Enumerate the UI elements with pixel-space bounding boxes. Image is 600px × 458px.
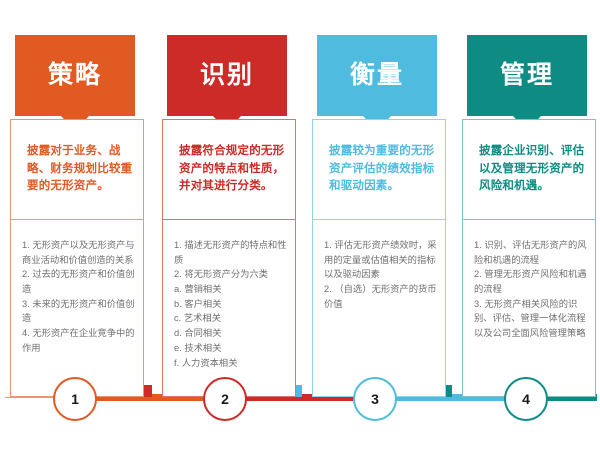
- list-item: 2. 过去的无形资产和价值创造: [22, 269, 135, 295]
- header-banner-measure[interactable]: 衡量: [317, 35, 437, 116]
- header-label: 识别: [199, 61, 254, 89]
- detail-list: 1. 评估无形资产绩效时，采用的定量或估值相关的指标以及驱动因素 2. （自选）无…: [313, 220, 445, 311]
- summary-box-measure: 披露较为重要的无形资产评估的绩效指标和驱动因素。: [312, 119, 446, 220]
- timeline-rail-thin: [5, 397, 73, 398]
- timeline-rail-stub: [293, 385, 302, 397]
- detail-list: 1. 识别、评估无形资产的风险和机遇的流程 2. 管理无形资产风险和机遇的流程 3.…: [463, 220, 595, 341]
- detail-list: 1. 无形资产以及无形资产与商业活动和价值创造的关系 2. 过去的无形资产和价值创…: [11, 220, 143, 356]
- header-banner-identify[interactable]: 识别: [167, 35, 287, 116]
- header-banner-manage[interactable]: 管理: [467, 35, 587, 116]
- summary-box-manage: 披露企业识别、评估以及管理无形资产的风险和机遇。: [462, 119, 596, 220]
- list-item: b. 客户相关: [174, 298, 222, 309]
- list-item: 2. 管理无形资产风险和机遇的流程: [474, 269, 587, 295]
- list-item: 2. （自选）无形资产的货币价值: [324, 284, 437, 309]
- timeline-rail-stub: [443, 385, 452, 397]
- step-number: 4: [522, 391, 530, 407]
- timeline-rail-stub: [143, 385, 152, 397]
- detail-box-measure: 1. 评估无形资产绩效时，采用的定量或估值相关的指标以及驱动因素 2. （自选）无…: [312, 220, 446, 397]
- step-circle-3[interactable]: 3: [353, 377, 397, 421]
- detail-list: 1. 描述无形资产的特点和性质 2. 将无形资产分为六类 a. 营销相关 b. 客户相…: [163, 220, 295, 370]
- list-item: 2. 将无形资产分为六类: [174, 269, 269, 280]
- summary-text: 披露符合规定的无形资产的特点和性质，并对其进行分类。: [179, 144, 285, 193]
- list-item: 3. 未来的无形资产和价值创造: [22, 298, 135, 324]
- header-label: 管理: [499, 61, 554, 89]
- timeline-rail-thick: [544, 394, 597, 401]
- detail-box-identify: 1. 描述无形资产的特点和性质 2. 将无形资产分为六类 a. 营销相关 b. 客户相…: [162, 220, 296, 397]
- summary-text: 披露对于业务、战略、财务规划比较重要的无形资产。: [27, 144, 133, 193]
- list-item: a. 营销相关: [174, 284, 222, 295]
- column-identify: 识别披露符合规定的无形资产的特点和性质，并对其进行分类。 1. 描述无形资产的特点…: [157, 0, 297, 458]
- list-item: e. 技术相关: [174, 342, 222, 353]
- list-item: 1. 评估无形资产绩效时，采用的定量或估值相关的指标以及驱动因素: [324, 240, 437, 280]
- list-item: 1. 描述无形资产的特点和性质: [174, 240, 287, 265]
- timeline-rail-thick: [93, 394, 223, 401]
- step-number: 2: [221, 391, 229, 407]
- header-banner-strategy[interactable]: 策略: [15, 35, 135, 116]
- header-label: 衡量: [349, 61, 404, 89]
- list-item: 4. 无形资产在企业竞争中的作用: [22, 328, 135, 353]
- detail-box-strategy: 1. 无形资产以及无形资产与商业活动和价值创造的关系 2. 过去的无形资产和价值创…: [10, 220, 144, 397]
- timeline-rail-thick: [393, 394, 524, 401]
- step-number: 1: [71, 391, 79, 407]
- summary-box-strategy: 披露对于业务、战略、财务规划比较重要的无形资产。: [10, 119, 144, 220]
- column-manage: 管理披露企业识别、评估以及管理无形资产的风险和机遇。 1. 识别、评估无形资产的风…: [457, 0, 597, 458]
- step-circle-4[interactable]: 4: [504, 377, 548, 421]
- list-item: 3. 无形资产相关风险的识别、评估、管理一体化流程以及公司全面风险管理策略: [474, 298, 586, 339]
- summary-box-identify: 披露符合规定的无形资产的特点和性质，并对其进行分类。: [162, 119, 296, 220]
- header-label: 策略: [47, 61, 102, 89]
- list-item: c. 艺术相关: [174, 313, 222, 324]
- list-item: d. 合同相关: [174, 328, 222, 339]
- step-number: 3: [371, 391, 379, 407]
- list-item: f. 人力资本相关: [174, 357, 238, 368]
- column-strategy: 策略披露对于业务、战略、财务规划比较重要的无形资产。 1. 无形资产以及无形资产与…: [5, 0, 145, 458]
- detail-box-manage: 1. 识别、评估无形资产的风险和机遇的流程 2. 管理无形资产风险和机遇的流程 3.…: [462, 220, 596, 397]
- step-circle-1[interactable]: 1: [53, 377, 97, 421]
- list-item: 1. 无形资产以及无形资产与商业活动和价值创造的关系: [22, 240, 135, 265]
- timeline-rail-thick: [243, 394, 373, 401]
- column-measure: 衡量披露较为重要的无形资产评估的绩效指标和驱动因素。 1. 评估无形资产绩效时，采…: [307, 0, 447, 458]
- summary-text: 披露企业识别、评估以及管理无形资产的风险和机遇。: [479, 144, 585, 193]
- step-circle-2[interactable]: 2: [203, 377, 247, 421]
- list-item: 1. 识别、评估无形资产的风险和机遇的流程: [474, 240, 587, 265]
- summary-text: 披露较为重要的无形资产评估的绩效指标和驱动因素。: [329, 144, 435, 193]
